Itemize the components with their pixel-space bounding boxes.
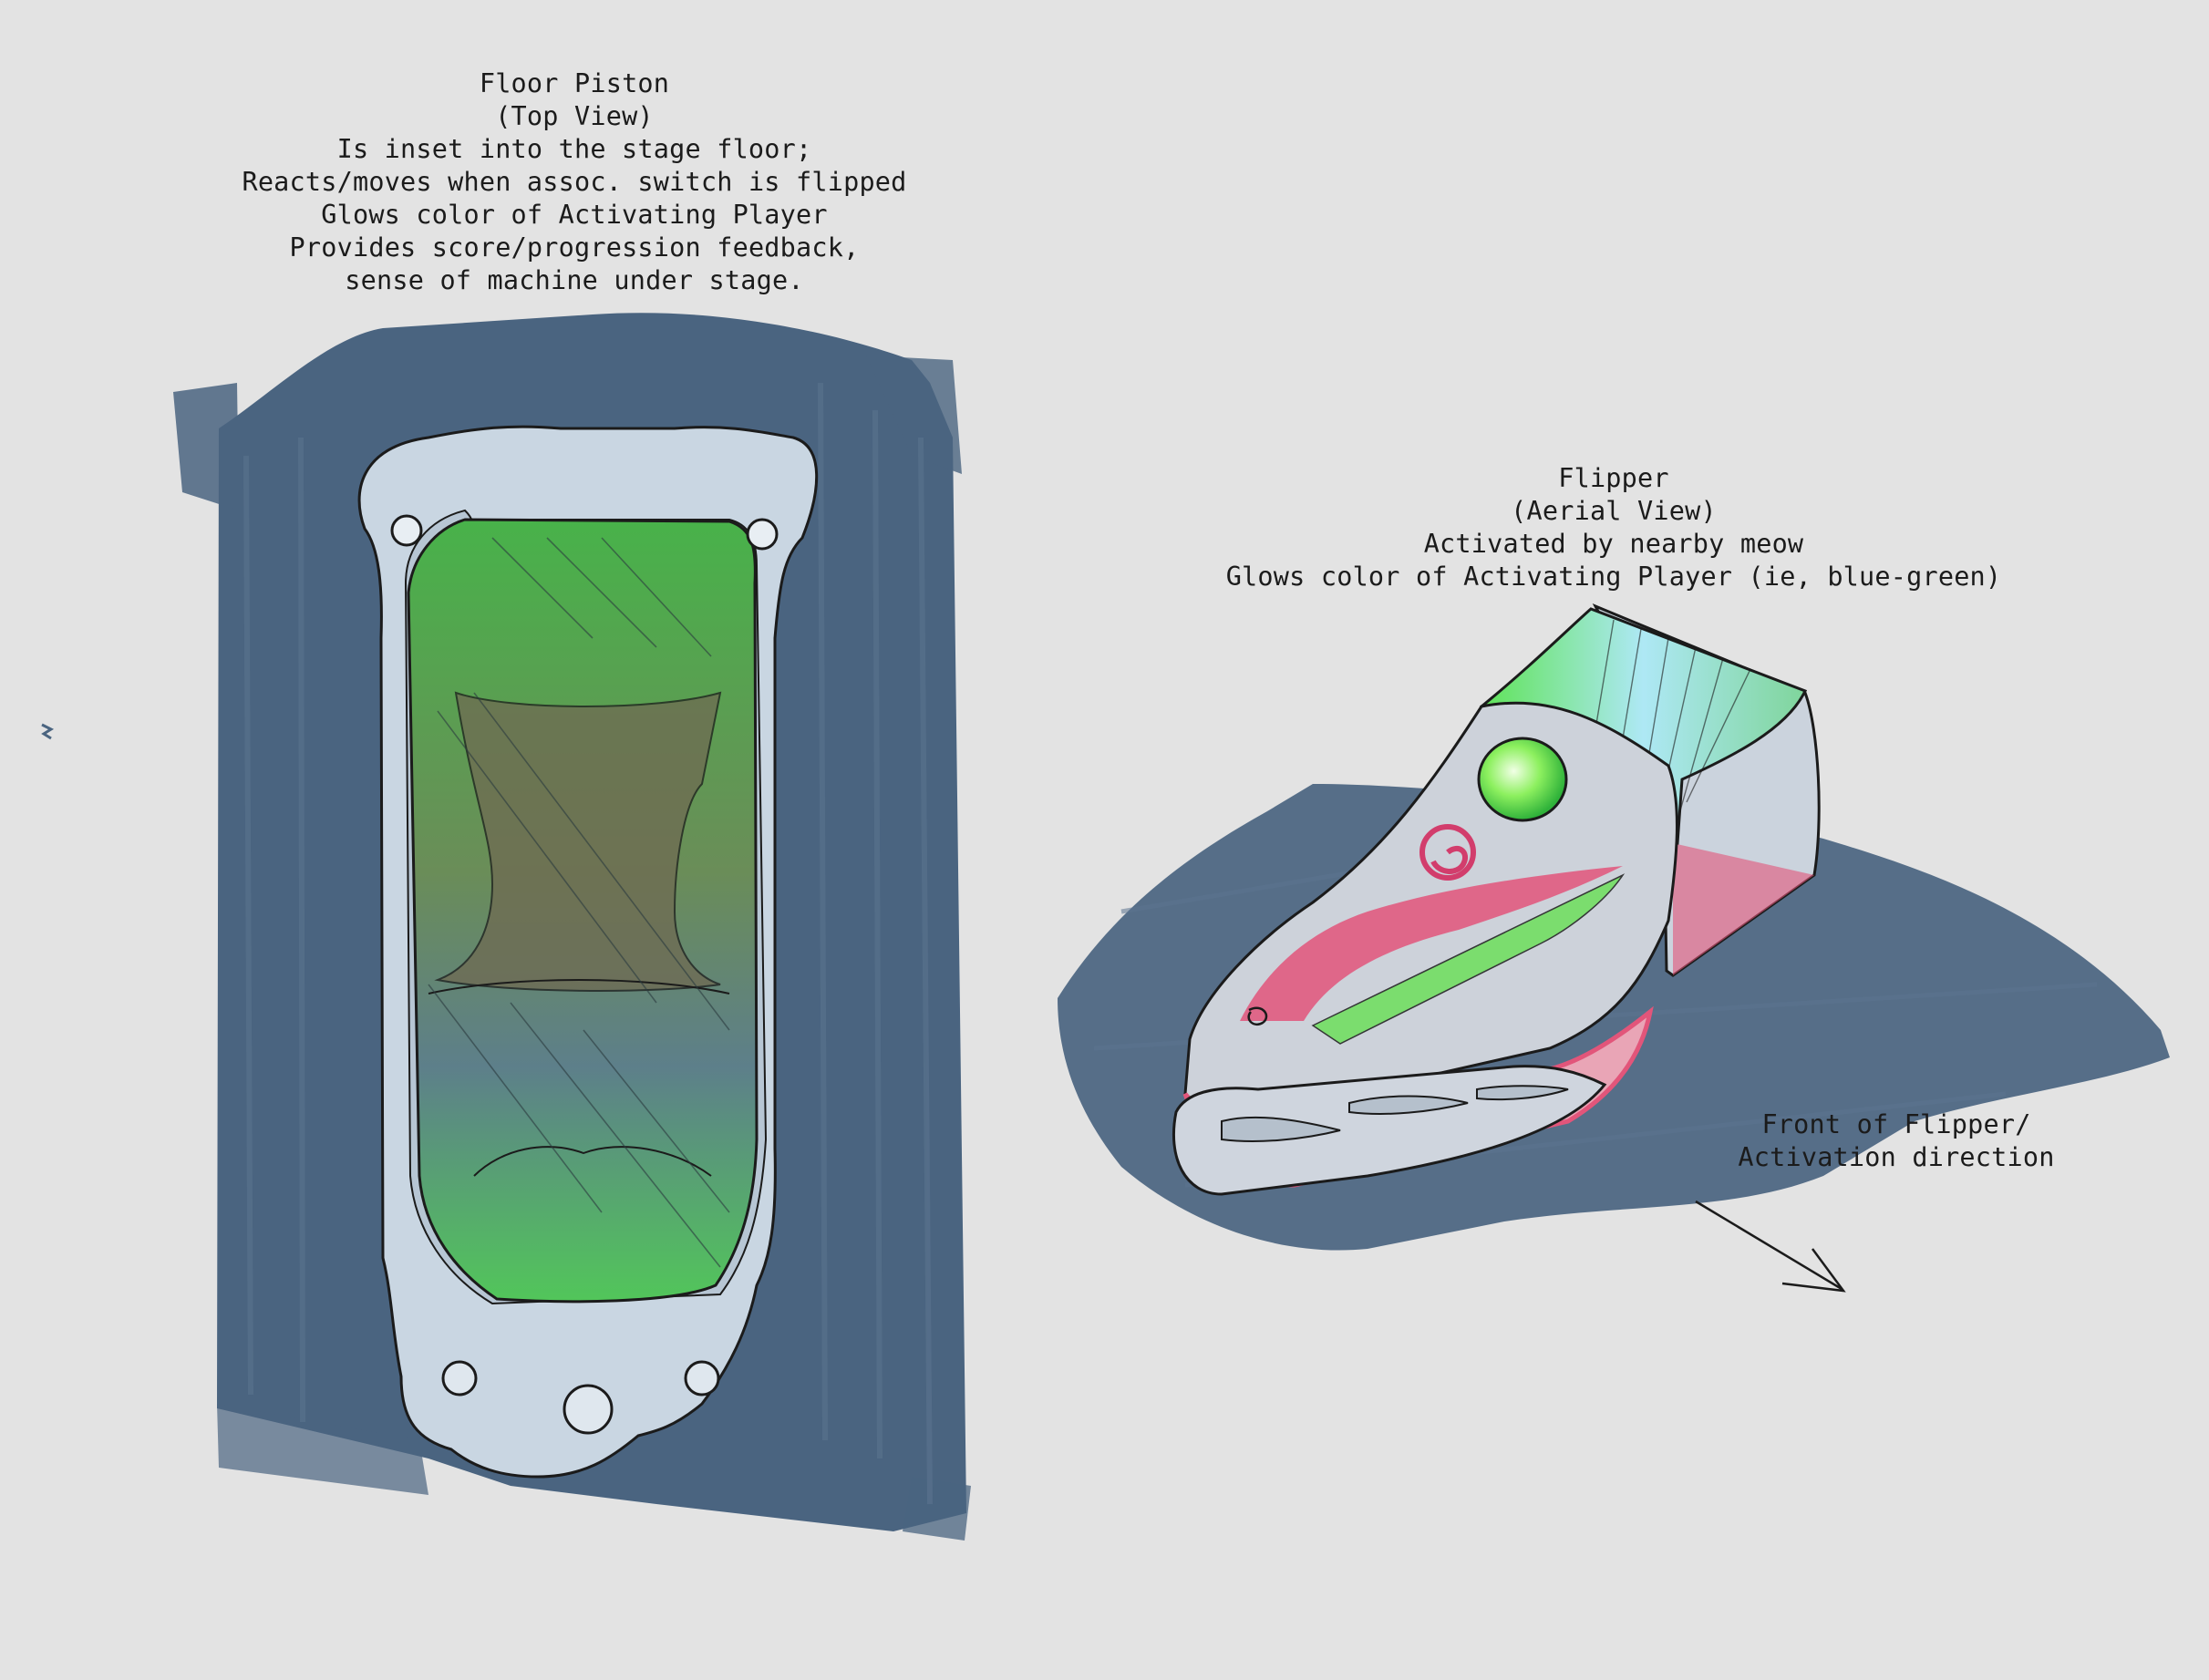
- flipper-pink-swoosh: [1240, 866, 1623, 1021]
- floor-piston-note: Reacts/moves when assoc. switch is flipp…: [242, 167, 907, 197]
- piston-core: [434, 691, 722, 992]
- piston-bolt-bottom-left: [441, 1360, 478, 1397]
- flipper-rear-pink-edge: [1673, 843, 1814, 975]
- floor-piston-title: Floor Piston: [479, 68, 670, 98]
- flipper-sketch: [1058, 603, 2170, 1251]
- flipper-title: Flipper: [1558, 463, 1669, 493]
- direction-label-line: Front of Flipper/: [1761, 1109, 2031, 1139]
- flipper-note: Activated by nearby meow: [1423, 529, 1804, 559]
- piston-bolt-top-right: [746, 518, 779, 551]
- floor-piston-view-label: (Top View): [495, 101, 654, 131]
- piston-bolt-bottom-center: [563, 1384, 614, 1435]
- flipper-spiral-emblem: [1419, 824, 1476, 881]
- piston-lower-cap: [473, 1146, 712, 1177]
- flipper-front-slots: [1221, 1085, 1569, 1142]
- piston-brush-streaks: [243, 382, 933, 1505]
- direction-label-line: Activation direction: [1738, 1142, 2055, 1172]
- flipper-green-strip: [1311, 873, 1626, 1045]
- activation-direction-arrow: [1695, 1200, 1846, 1293]
- floor-piston-note: Provides score/progression feedback,: [289, 232, 860, 263]
- flipper-view-label: (Aerial View): [1511, 496, 1717, 526]
- floor-piston-note: Is inset into the stage floor;: [336, 134, 812, 164]
- flipper-caption: Flipper (Aerial View) Activated by nearb…: [1203, 462, 2024, 593]
- activation-direction-caption: Front of Flipper/ Activation direction: [1705, 1108, 2088, 1174]
- piston-bolt-top-left: [390, 514, 423, 547]
- flipper-glow-orb: [1477, 737, 1568, 822]
- flipper-note: Glows color of Activating Player (ie, bl…: [1225, 562, 2002, 592]
- floor-piston-caption: Floor Piston (Top View) Is inset into th…: [228, 67, 921, 297]
- stray-sketch-mark: [41, 723, 55, 740]
- piston-hatching: [428, 537, 730, 1268]
- piston-lower-ring: [428, 979, 730, 995]
- floor-piston-sketch: [173, 313, 971, 1541]
- flipper-curl-detail: [1247, 1006, 1268, 1026]
- floor-piston-note: sense of machine under stage.: [345, 265, 804, 295]
- floor-piston-note: Glows color of Activating Player: [321, 200, 828, 230]
- piston-bolt-bottom-right: [684, 1360, 720, 1397]
